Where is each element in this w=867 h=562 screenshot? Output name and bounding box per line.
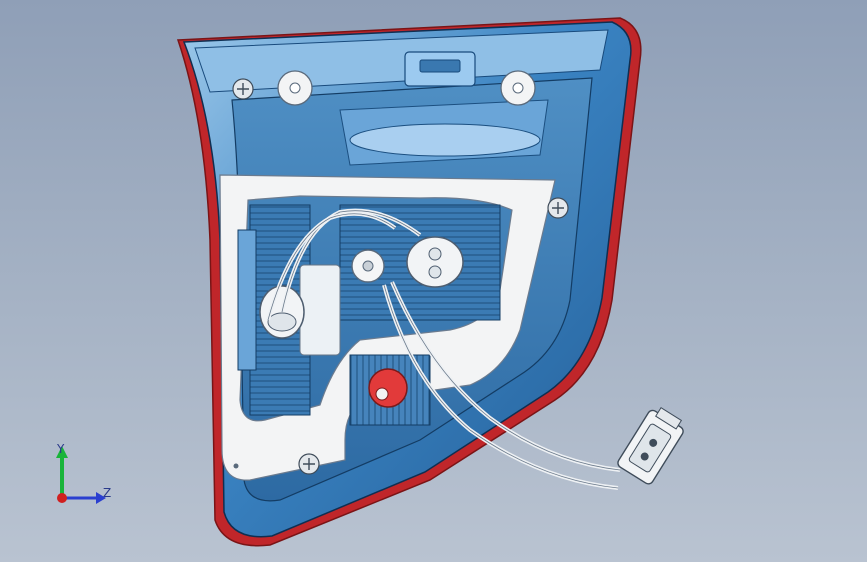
drain-hole	[233, 463, 239, 469]
right-bulb-socket	[406, 236, 464, 288]
wire-clip-screw	[362, 260, 374, 272]
wire-connector	[617, 407, 684, 485]
left-bulb-bracket	[237, 229, 257, 371]
left-socket-holder	[299, 264, 341, 356]
left-bulb-base	[267, 312, 297, 332]
top-clip-slot	[419, 59, 461, 73]
z-axis-label: Z	[103, 486, 112, 500]
right-bulb-pin-1	[428, 247, 442, 261]
y-axis-arrow	[56, 446, 68, 458]
red-bulb-center	[375, 387, 389, 401]
red-bulb-socket	[368, 368, 408, 408]
upper-lens-window	[349, 123, 541, 157]
axis-triad	[56, 446, 106, 504]
y-axis-label: Y	[57, 442, 65, 456]
z-axis-arrow	[96, 492, 106, 504]
x-axis-dot	[57, 493, 67, 503]
right-bulb-pin-2	[428, 265, 442, 279]
